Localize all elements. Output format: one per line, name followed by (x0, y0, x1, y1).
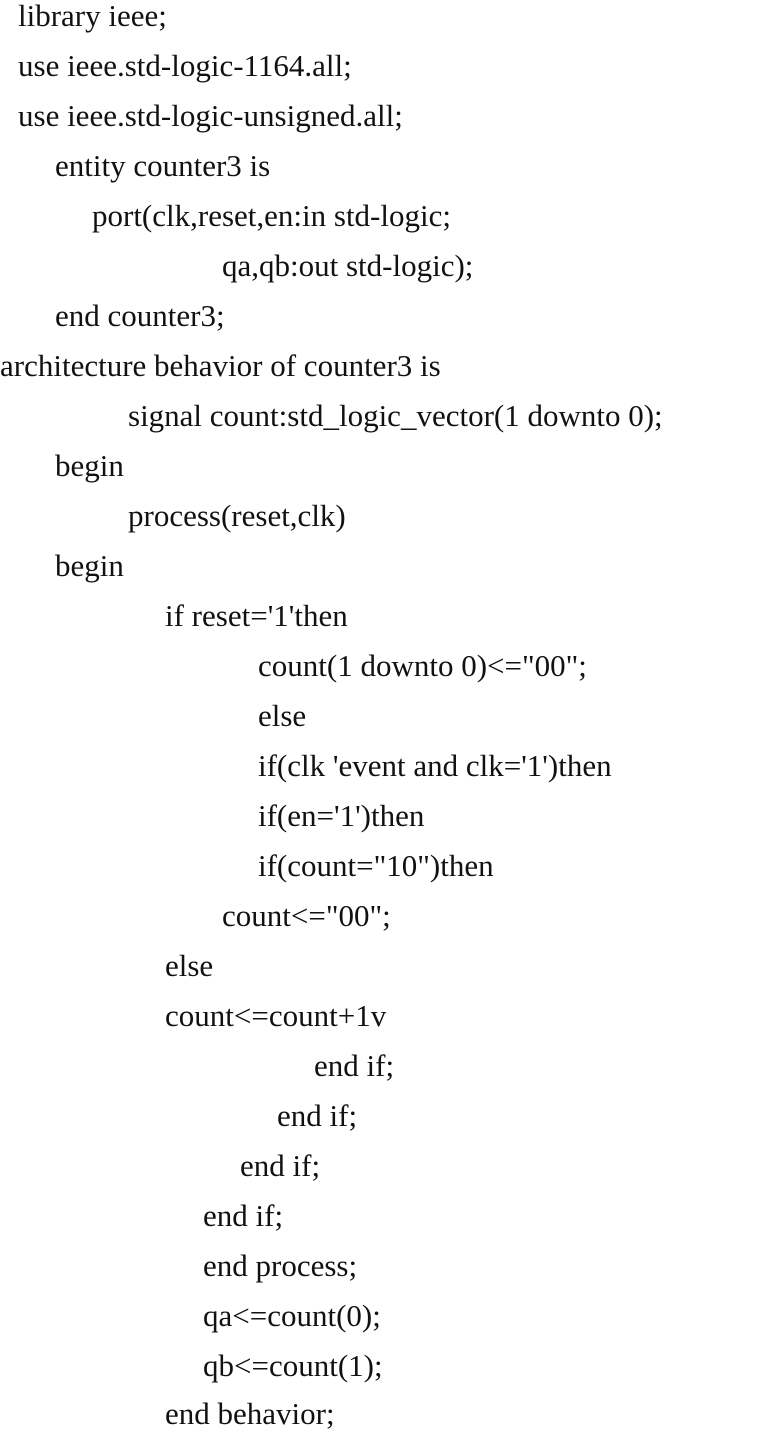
code-line-signal-count: signal count:std_logic_vector(1 downto 0… (128, 398, 663, 433)
code-line-end-entity: end counter3; (55, 298, 225, 333)
code-line-count-increment: count<=count+1v (165, 998, 387, 1033)
code-line-entity-declaration: entity counter3 is (55, 148, 271, 183)
code-line-end-if-2: end if; (277, 1098, 358, 1133)
code-line-process: process(reset,clk) (128, 498, 346, 533)
code-line-if-enable: if(en='1')then (258, 798, 425, 833)
code-line-if-reset: if reset='1'then (165, 598, 348, 633)
code-line-count-clear: count<="00"; (222, 898, 391, 933)
code-line-end-behavior: end behavior; (165, 1396, 335, 1431)
code-line-end-if-4: end if; (203, 1198, 284, 1233)
code-line-use-std-logic-unsigned: use ieee.std-logic-unsigned.all; (18, 98, 403, 133)
code-line-port-outputs: qa,qb:out std-logic); (222, 248, 474, 283)
code-line-begin-architecture: begin (55, 448, 124, 483)
code-line-library-ieee: library ieee; (18, 0, 167, 33)
code-line-if-count-10: if(count="10")then (258, 848, 494, 883)
code-line-else-increment: else (165, 948, 214, 983)
code-line-else-reset: else (258, 698, 307, 733)
code-line-if-clk-event: if(clk 'event and clk='1')then (258, 748, 612, 783)
code-line-end-if-1: end if; (314, 1048, 395, 1083)
code-line-architecture: architecture behavior of counter3 is (0, 348, 441, 383)
code-line-assign-qb: qb<=count(1); (203, 1348, 383, 1383)
code-line-port-inputs: port(clk,reset,en:in std-logic; (92, 198, 451, 233)
code-line-assign-qa: qa<=count(0); (203, 1298, 381, 1333)
code-line-end-if-3: end if; (240, 1148, 321, 1183)
code-line-end-process: end process; (203, 1248, 358, 1283)
code-line-begin-process: begin (55, 548, 124, 583)
code-line-count-reset: count(1 downto 0)<="00"; (258, 648, 587, 683)
code-line-use-std-logic-1164: use ieee.std-logic-1164.all; (18, 48, 352, 83)
